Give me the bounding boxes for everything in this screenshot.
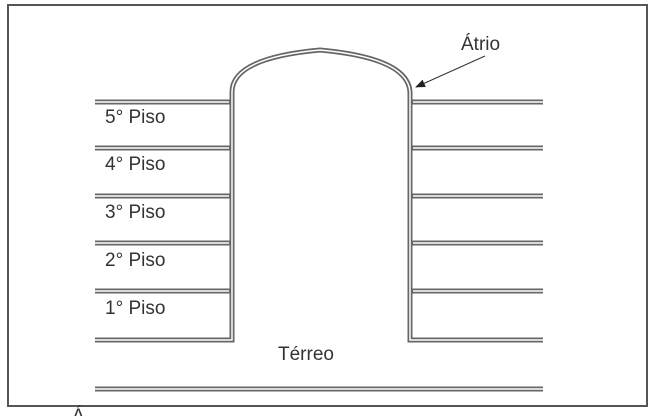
floor-3-label: 3° Piso (105, 202, 166, 223)
floor-2-label: 2° Piso (105, 250, 166, 271)
floor-4-label: 4° Piso (105, 154, 166, 175)
atrium-label: Átrio (461, 34, 501, 55)
atrium-arrow (415, 55, 486, 88)
ground-floor-label: Térreo (278, 344, 334, 365)
frame-border (7, 4, 648, 407)
floor-5-label: 5° Piso (105, 107, 166, 128)
caption-fragment: Á (72, 404, 85, 416)
floor-1-label: 1° Piso (105, 298, 166, 319)
